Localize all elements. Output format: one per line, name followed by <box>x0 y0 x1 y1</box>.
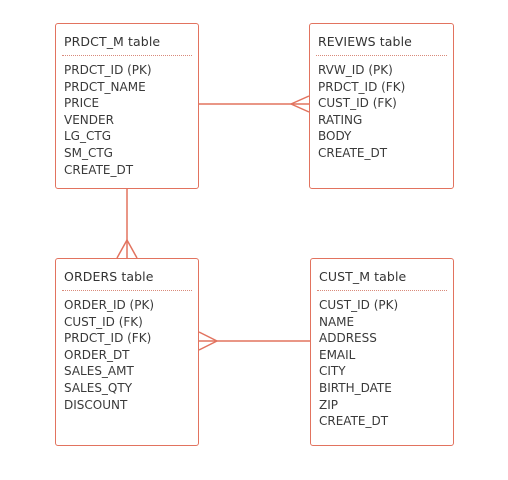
field: LG_CTG <box>64 129 111 144</box>
field: DISCOUNT <box>64 397 128 412</box>
entity-title: CUST_M table <box>319 269 407 284</box>
relationship-cust-orders <box>198 331 310 351</box>
relationship-prdct-orders <box>116 189 138 259</box>
field: CREATE_DT <box>318 145 388 160</box>
crows-foot-upper <box>290 95 310 105</box>
field: BODY <box>318 129 352 144</box>
entity-cust-m: CUST_M table CUST_ID (PK) NAME ADDRESS E… <box>310 258 454 446</box>
entity-title: ORDERS table <box>64 269 154 284</box>
crows-foot-left <box>116 239 128 259</box>
field: PRDCT_ID (FK) <box>64 331 152 346</box>
field: RVW_ID (PK) <box>318 63 393 77</box>
field: ORDER_ID (PK) <box>64 298 155 312</box>
field: SALES_AMT <box>64 364 134 379</box>
entity-divider <box>317 290 447 291</box>
field: PRDCT_ID (PK) <box>64 63 152 77</box>
field: CUST_ID (FK) <box>318 96 397 111</box>
crows-foot-lower <box>290 103 310 113</box>
field-list: ORDER_ID (PK) CUST_ID (FK) PRDCT_ID (FK)… <box>56 291 198 413</box>
field: ORDER_DT <box>64 347 130 362</box>
crows-foot-upper <box>198 331 218 342</box>
field: ADDRESS <box>319 331 377 346</box>
entity-divider <box>316 55 447 56</box>
field: SALES_QTY <box>64 380 133 395</box>
entity-reviews: REVIEWS table RVW_ID (PK) PRDCT_ID (FK) … <box>309 23 454 189</box>
field: NAME <box>319 314 355 329</box>
field: PRICE <box>64 96 100 111</box>
field: SM_CTG <box>64 145 113 160</box>
crows-foot-lower <box>198 340 218 351</box>
field-list: RVW_ID (PK) PRDCT_ID (FK) CUST_ID (FK) R… <box>310 56 453 162</box>
entity-divider <box>62 55 192 56</box>
entity-divider <box>62 290 192 291</box>
field-list: CUST_ID (PK) NAME ADDRESS EMAIL CITY BIR… <box>311 291 453 430</box>
field: RATING <box>318 112 363 127</box>
field: CREATE_DT <box>64 162 134 177</box>
field: PRDCT_NAME <box>64 79 146 94</box>
relationship-prdct-reviews <box>199 95 310 113</box>
field: CUST_ID (PK) <box>319 298 399 312</box>
entity-orders: ORDERS table ORDER_ID (PK) CUST_ID (FK) … <box>55 258 199 446</box>
field: CITY <box>319 364 346 379</box>
field: BIRTH_DATE <box>319 380 392 395</box>
field: CUST_ID (FK) <box>64 314 143 329</box>
entity-title: PRDCT_M table <box>64 34 161 49</box>
field: ZIP <box>319 397 338 412</box>
entity-title: REVIEWS table <box>318 34 412 49</box>
field: VENDER <box>64 112 114 127</box>
crows-foot-right <box>126 239 138 259</box>
field: EMAIL <box>319 347 356 362</box>
field: CREATE_DT <box>319 414 389 429</box>
entity-prdct-m: PRDCT_M table PRDCT_ID (PK) PRDCT_NAME P… <box>55 23 199 189</box>
field: PRDCT_ID (FK) <box>318 79 406 94</box>
field-list: PRDCT_ID (PK) PRDCT_NAME PRICE VENDER LG… <box>56 56 198 178</box>
